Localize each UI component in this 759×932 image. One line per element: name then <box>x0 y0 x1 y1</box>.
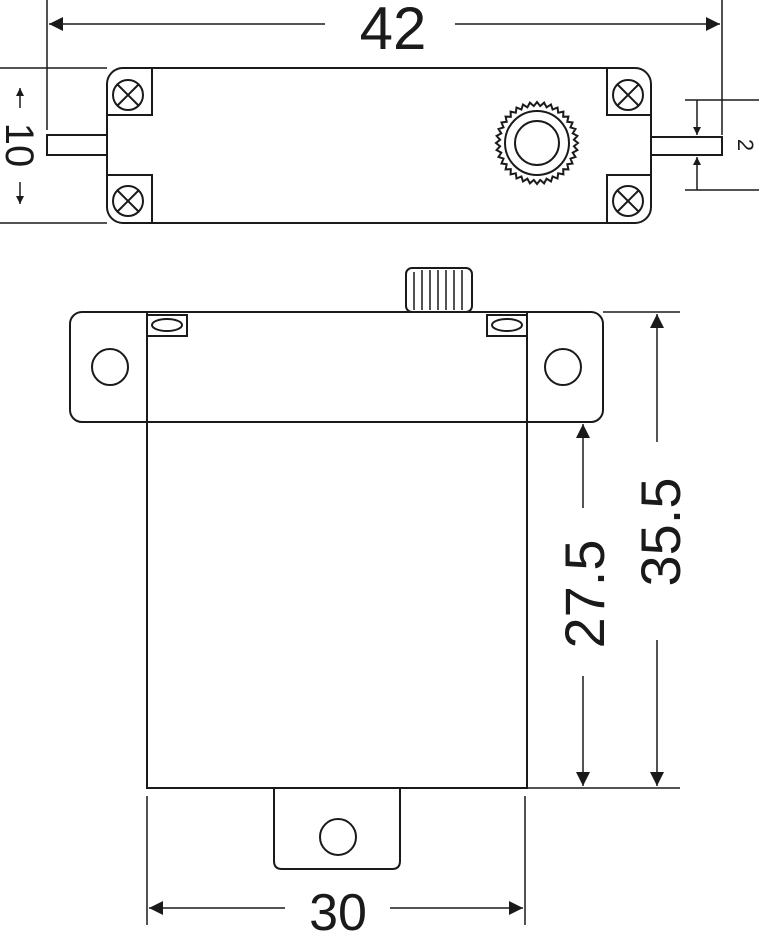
dim-10: 10 <box>0 67 107 224</box>
dim-2: 2 <box>685 99 759 191</box>
top-view <box>46 67 723 224</box>
front-view <box>69 267 604 870</box>
dim-label-10: 10 <box>0 123 41 168</box>
dim-30: 30 <box>146 796 526 932</box>
screw-top-left <box>107 68 153 116</box>
dim-27-5: 27.5 <box>553 424 616 786</box>
dim-label-27-5: 27.5 <box>553 540 616 649</box>
dim-label-2: 2 <box>733 139 758 151</box>
bottom-tab <box>273 788 401 870</box>
output-gear-top <box>494 100 580 186</box>
dim-35-5: 35.5 <box>527 311 692 789</box>
servo-case <box>146 311 528 789</box>
mounting-flange <box>69 311 604 423</box>
screw-bottom-left <box>107 174 153 223</box>
dim-label-42: 42 <box>360 0 427 62</box>
right-shaft <box>650 136 723 156</box>
dim-label-35-5: 35.5 <box>629 478 692 587</box>
mount-hole-right <box>544 348 582 386</box>
slot-left <box>146 314 188 337</box>
left-shaft <box>46 134 108 156</box>
screw-bottom-right <box>606 174 651 223</box>
output-spline <box>405 267 473 313</box>
dim-42: 42 <box>46 0 723 135</box>
dim-label-30: 30 <box>309 884 367 932</box>
mount-hole-left <box>91 348 129 386</box>
slot-right <box>486 314 528 337</box>
screw-top-right <box>606 68 651 116</box>
